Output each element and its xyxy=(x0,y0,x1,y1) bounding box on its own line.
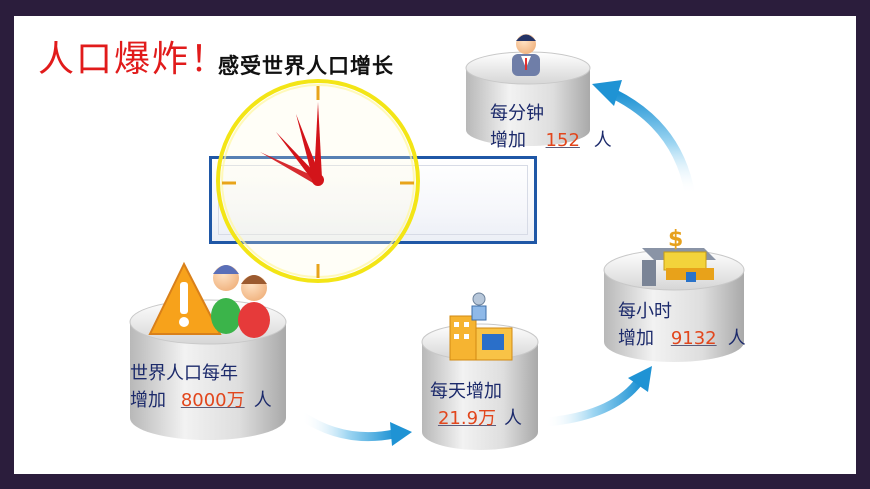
node-minute-value: 152 xyxy=(545,130,580,151)
people-icon xyxy=(211,265,270,338)
banner-text: 人口爆炸！ xyxy=(38,39,229,80)
arrow-day-to-hour xyxy=(541,366,652,427)
slide: $ 感受世界人口增长 人口爆炸！ 世界人口每年 增加 8000万人 xyxy=(14,16,856,474)
svg-text:$: $ xyxy=(668,227,683,252)
node-minute-unit: 人 xyxy=(593,130,612,151)
arrow-year-to-day xyxy=(297,411,412,446)
bank-icon: $ xyxy=(642,227,716,286)
node-year-line1: 世界人口每年 xyxy=(130,363,238,384)
node-day: 每天增加 21.9万人 xyxy=(430,378,522,432)
node-hour-line1: 每小时 xyxy=(618,301,672,322)
node-day-line1: 每天增加 xyxy=(430,381,502,402)
node-year-unit: 人 xyxy=(253,390,272,411)
buildings-icon xyxy=(449,292,513,361)
node-day-line2: 21.9万人 xyxy=(430,405,522,432)
node-year: 世界人口每年 增加 8000万人 xyxy=(130,360,272,414)
node-minute: 每分钟 增加 152 人 xyxy=(490,100,612,154)
node-minute-prefix: 增加 xyxy=(490,130,526,151)
node-hour-line2: 增加 9132 人 xyxy=(618,325,746,352)
warning-icon xyxy=(148,261,222,335)
node-day-value: 21.9万 xyxy=(437,408,497,429)
node-hour-unit: 人 xyxy=(727,328,746,349)
node-hour-value: 9132 xyxy=(670,328,717,349)
arrow-hour-to-minute xyxy=(592,80,695,199)
node-year-value: 8000万 xyxy=(180,390,245,411)
node-hour-prefix: 增加 xyxy=(618,328,654,349)
node-year-prefix: 增加 xyxy=(130,390,166,411)
cylinder-minute xyxy=(465,51,591,146)
node-day-unit: 人 xyxy=(504,408,522,429)
node-minute-line2: 增加 152 人 xyxy=(490,127,612,154)
node-year-line2: 增加 8000万人 xyxy=(130,387,272,414)
node-minute-line1: 每分钟 xyxy=(490,103,544,124)
diagram-graphics: $ xyxy=(129,34,745,450)
page-title: 感受世界人口增长 xyxy=(218,54,394,78)
clock-icon xyxy=(216,79,420,283)
node-hour: 每小时 增加 9132 人 xyxy=(618,298,746,352)
person-icon xyxy=(512,34,540,76)
